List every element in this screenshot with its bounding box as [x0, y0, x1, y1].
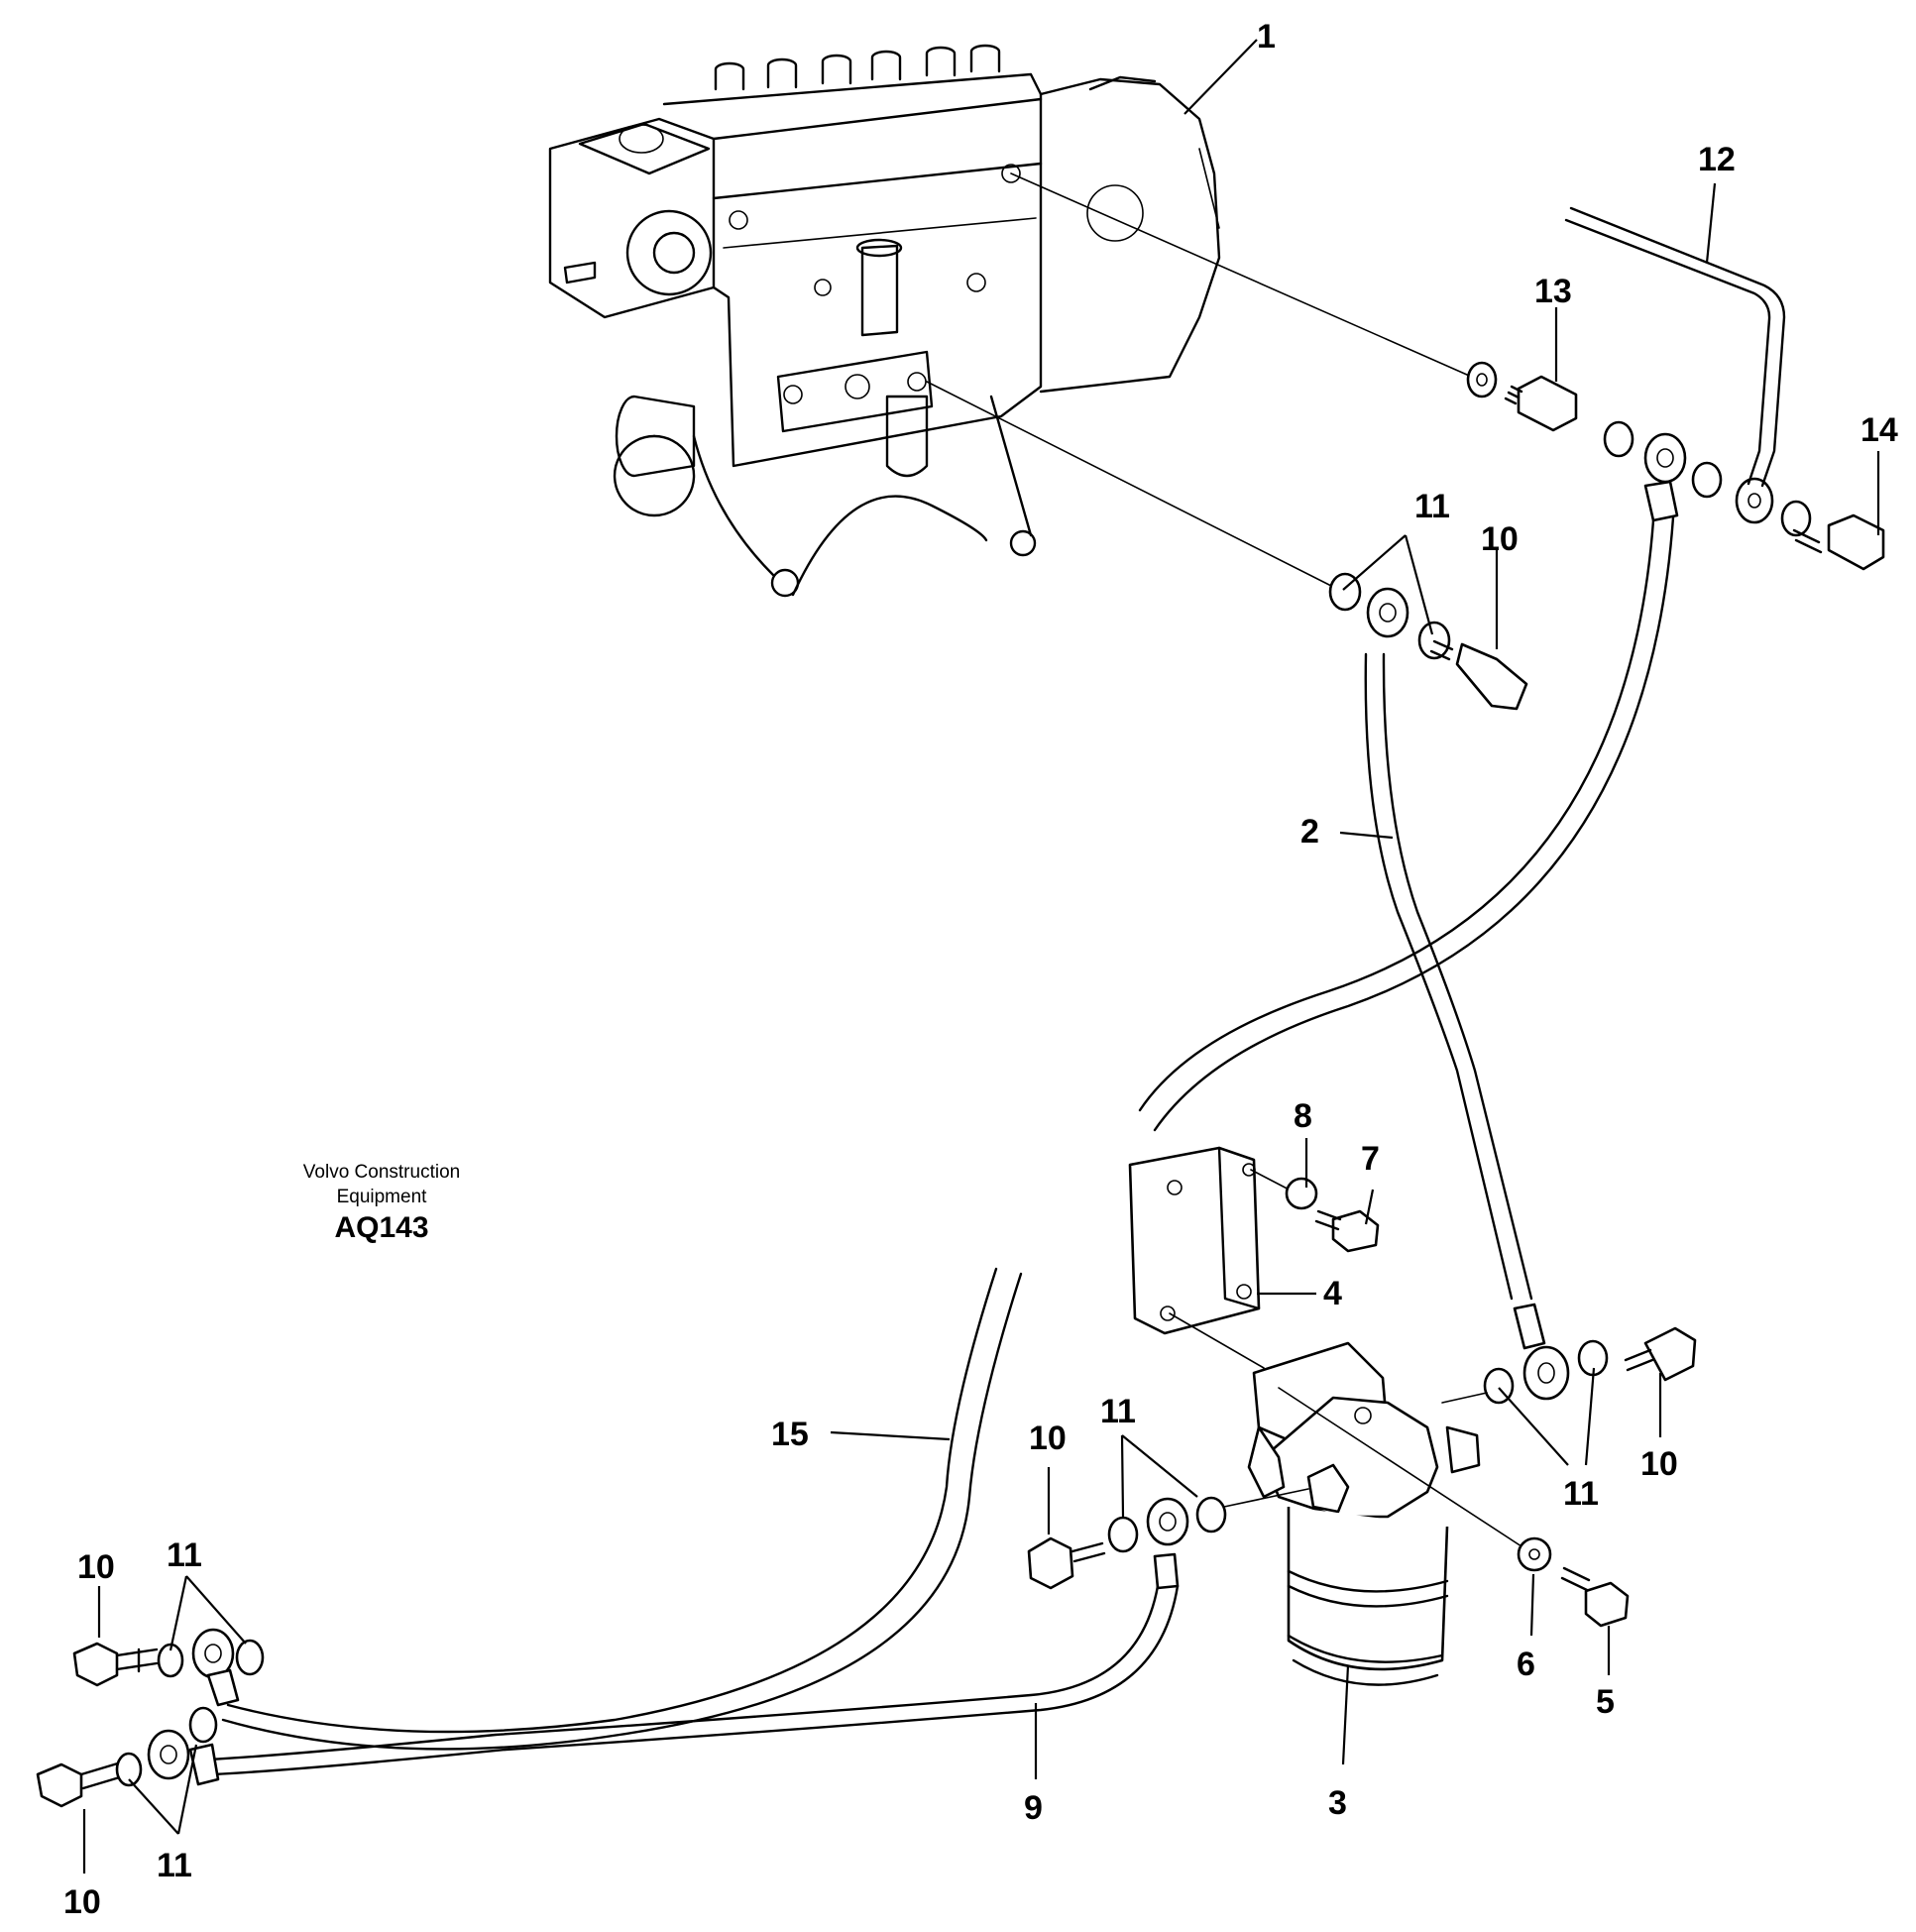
callout-11-middle: 11	[1100, 1393, 1136, 1430]
callout-10-right: 10	[1640, 1445, 1678, 1483]
return-hose	[1138, 480, 1679, 1132]
callout-11-upper: 11	[1414, 488, 1450, 525]
callout-9: 9	[1024, 1789, 1043, 1827]
callout-10-left-upper: 10	[77, 1548, 115, 1586]
callout-11-left-lower: 11	[157, 1847, 192, 1884]
callout-5: 5	[1596, 1683, 1615, 1721]
callout-8: 8	[1294, 1097, 1312, 1135]
callout-12: 12	[1698, 141, 1736, 178]
left-fittings-lower	[36, 1706, 220, 1808]
callout-7: 7	[1361, 1140, 1380, 1178]
callout-10-left-lower: 10	[63, 1883, 101, 1921]
feed-pump	[776, 238, 934, 478]
diagram-caption: Volvo Construction Equipment AQ143	[248, 1160, 515, 1247]
injection-pump	[548, 44, 1221, 598]
callout-1: 1	[1257, 18, 1276, 56]
callout-11-right: 11	[1563, 1475, 1599, 1513]
callout-15: 15	[771, 1416, 809, 1453]
callout-3: 3	[1328, 1784, 1347, 1822]
callout-13: 13	[1534, 273, 1572, 310]
hose-15	[221, 1267, 1023, 1751]
callout-11-left-upper: 11	[167, 1536, 202, 1574]
fuel-filter	[1169, 1312, 1630, 1686]
callout-labels: 1 12 13 14 11 10 2 8 7 4 10 11 6 5 3 15 …	[63, 18, 1898, 1921]
callout-6: 6	[1517, 1646, 1535, 1683]
callout-4: 4	[1323, 1275, 1342, 1312]
callout-10-middle: 10	[1029, 1420, 1067, 1457]
delivery-valves	[714, 44, 1001, 91]
leader-lines	[82, 39, 1880, 1874]
hose-9	[206, 1488, 1309, 1776]
filter-bracket	[1128, 1146, 1380, 1335]
callout-2: 2	[1300, 813, 1319, 851]
callout-14: 14	[1860, 411, 1898, 449]
caption-company-line2: Equipment	[336, 1187, 427, 1207]
callout-10-upper: 10	[1481, 520, 1519, 558]
caption-company-line1: Volvo Construction	[302, 1162, 461, 1183]
left-fittings-upper	[72, 1628, 265, 1707]
caption-diagram-code: AQ143	[334, 1211, 429, 1244]
return-line-fittings	[1466, 206, 1885, 571]
